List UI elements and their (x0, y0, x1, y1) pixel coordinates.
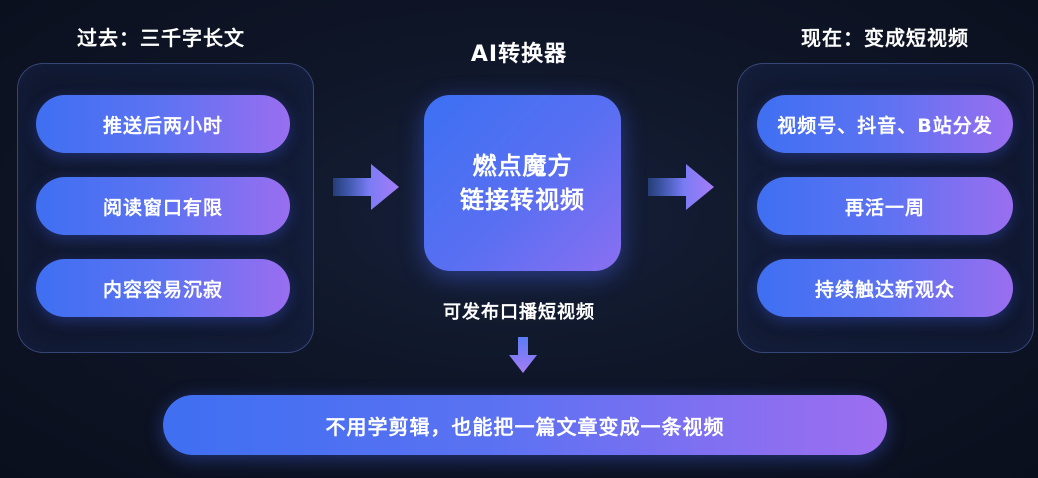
converter-line-1: 燃点魔方 (472, 152, 573, 180)
present-heading: 现在：变成短视频 (801, 26, 969, 50)
converter-box: 燃点魔方 链接转视频 (424, 95, 621, 271)
arrow-right-icon (648, 164, 714, 210)
bottom-banner: 不用学剪辑，也能把一篇文章变成一条视频 (163, 395, 887, 455)
arrow-right-icon (333, 164, 399, 210)
present-item-live-again: 再活一周 (757, 177, 1013, 235)
past-heading: 过去：三千字长文 (77, 26, 245, 50)
converter-line-2: 链接转视频 (460, 186, 585, 214)
arrow-down-icon (509, 337, 537, 373)
past-item-pushed-two-hours: 推送后两小时 (36, 95, 290, 153)
past-item-content-sinks: 内容容易沉寂 (36, 259, 290, 317)
present-item-distribution: 视频号、抖音、B站分发 (757, 95, 1013, 153)
present-item-new-audience: 持续触达新观众 (757, 259, 1013, 317)
past-item-reading-window: 阅读窗口有限 (36, 177, 290, 235)
converter-heading: AI转换器 (470, 42, 568, 67)
converter-output-caption: 可发布口播短视频 (443, 302, 595, 323)
